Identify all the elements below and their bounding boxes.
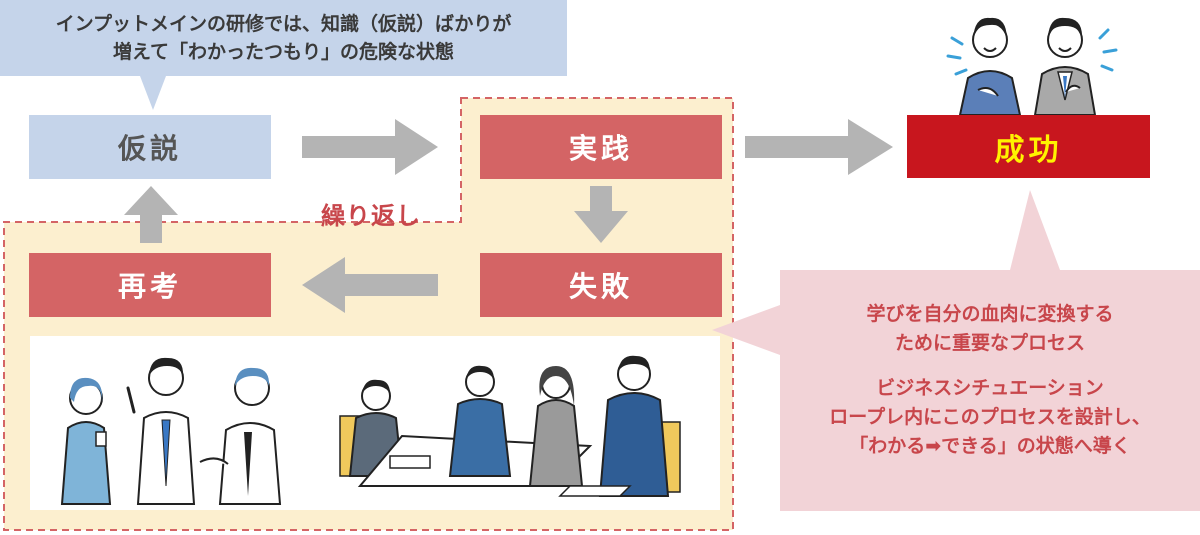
seated-meeting-illustration <box>339 355 681 497</box>
step-failure: 失敗 <box>480 253 722 317</box>
standing-discussion-illustration <box>60 357 282 505</box>
step-hypothesis: 仮説 <box>29 115 271 179</box>
top-callout: インプットメインの研修では、知識（仮説）ばかりが 増えて「わかったつもり」の危険… <box>0 0 567 76</box>
top-callout-line-1: インプットメインの研修では、知識（仮説）ばかりが <box>55 13 512 35</box>
arrow-right-1 <box>302 119 438 175</box>
right-callout-line-5: 「わかる➡できる」の状態へ導く <box>849 435 1131 457</box>
right-callout <box>780 270 1200 511</box>
right-callout-line-3: ビジネスシチュエーション <box>876 377 1104 399</box>
step-practice: 実践 <box>480 115 722 179</box>
success-people-illustration <box>946 17 1118 115</box>
step-success: 成功 <box>907 115 1150 178</box>
arrow-up <box>124 186 178 243</box>
right-callout-line-2: ために重要なプロセス <box>894 332 1085 354</box>
illustration-panel <box>30 336 720 510</box>
repeat-label: 繰り返し <box>321 202 421 230</box>
right-callout-line-4: ロープレ内にこのプロセスを設計し、 <box>829 406 1151 428</box>
top-callout-line-2: 増えて「わかったつもり」の危険な状態 <box>112 41 455 63</box>
arrow-down <box>574 186 628 243</box>
step-rethink: 再考 <box>29 253 271 317</box>
right-callout-text: 学びを自分の血肉に変換する ために重要なプロセス ビジネスシチュエーション ロー… <box>780 300 1200 461</box>
top-callout-tail <box>140 76 166 110</box>
arrow-left <box>302 257 438 313</box>
right-callout-line-1: 学びを自分の血肉に変換する <box>866 303 1114 325</box>
meeting-illustrations <box>60 355 681 505</box>
arrow-right-2 <box>745 119 893 175</box>
